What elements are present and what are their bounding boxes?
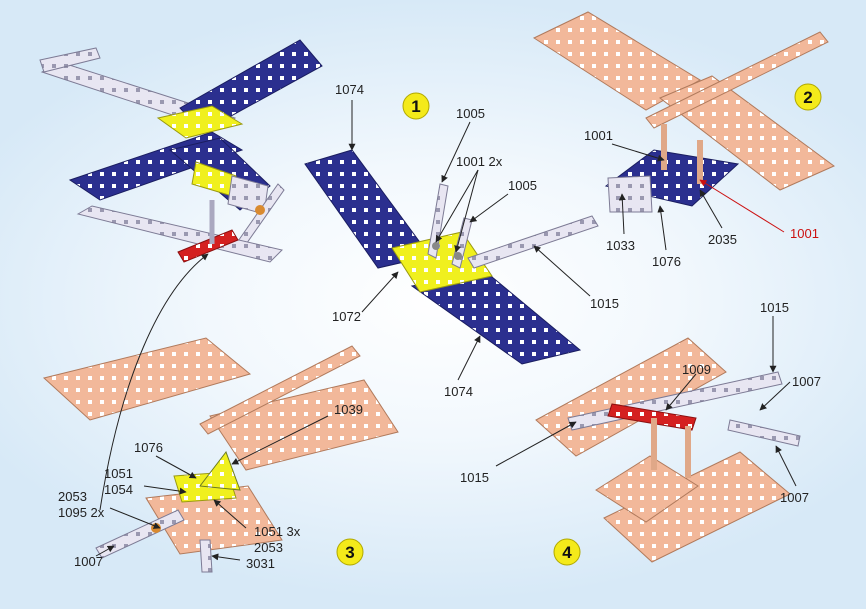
tail-strip-1015 — [467, 215, 599, 269]
label-1054: 1054 — [104, 482, 133, 497]
label-1009: 1009 — [682, 362, 711, 377]
step-badge-3: 3 — [336, 538, 364, 566]
label-1015-top: 1015 — [760, 300, 789, 315]
bolt-1001-a — [432, 242, 440, 250]
label-1015-left: 1015 — [460, 470, 489, 485]
step-number-4: 4 — [562, 543, 572, 562]
step-number-3: 3 — [345, 543, 354, 562]
step1-assembly — [304, 149, 599, 365]
step-badge-4: 4 — [553, 538, 581, 566]
label-1001-2x: 1001 2x — [456, 154, 503, 169]
strut-3031 — [199, 539, 213, 573]
label-1076: 1076 — [652, 254, 681, 269]
label-1074-bottom: 1074 — [444, 384, 473, 399]
label-1039: 1039 — [334, 402, 363, 417]
label-2053: 2053 — [58, 489, 87, 504]
finished-plane-navy — [39, 39, 323, 263]
wing-copper-right — [659, 75, 835, 191]
triangle-1039 — [199, 450, 241, 491]
label-1007-bottom: 1007 — [780, 490, 809, 505]
leader-lines — [95, 100, 797, 561]
label-2035: 2035 — [708, 232, 737, 247]
step3-assembly — [42, 337, 399, 573]
label-1072: 1072 — [332, 309, 361, 324]
step-number-2: 2 — [803, 88, 812, 107]
tail-crossbar-white — [39, 47, 101, 73]
label-1015: 1015 — [590, 296, 619, 311]
tail-strip-copper — [199, 345, 361, 435]
label-1001-red: 1001 — [790, 226, 819, 241]
part-labels: 1074 1005 1001 2x 1005 1072 1015 1074 10… — [58, 82, 821, 571]
label-1051: 1051 — [104, 466, 133, 481]
propeller-strip-1007 — [95, 509, 185, 559]
strip-1009-red — [607, 403, 697, 431]
bolt-1001-b — [454, 252, 462, 260]
wing-copper-right — [209, 379, 399, 471]
step4-assembly — [535, 337, 801, 563]
wing-copper-left — [532, 11, 701, 111]
step2-assembly — [532, 11, 835, 213]
step-number-1: 1 — [411, 97, 420, 116]
label-1001: 1001 — [584, 128, 613, 143]
label-1051-3x: 1051 3x — [254, 524, 301, 539]
wing-copper-right — [603, 451, 791, 563]
step-badge-2: 2 — [794, 83, 822, 111]
label-1007-s3: 1007 — [74, 554, 103, 569]
label-1007-top: 1007 — [792, 374, 821, 389]
nose-block-1033 — [607, 175, 653, 213]
bracket-1005-left — [427, 183, 449, 259]
label-1005-top: 1005 — [456, 106, 485, 121]
tail-strip-copper — [645, 31, 829, 129]
label-1076-s3: 1076 — [134, 440, 163, 455]
label-1005-right: 1005 — [508, 178, 537, 193]
label-1095-2x: 1095 2x — [58, 505, 105, 520]
wing-center-yellow — [156, 105, 244, 139]
propeller-hub — [255, 205, 265, 215]
label-1033: 1033 — [606, 238, 635, 253]
step-badge-1: 1 — [402, 92, 430, 120]
label-2053-b: 2053 — [254, 540, 283, 555]
wing-copper-left — [42, 337, 252, 421]
fuselage-copper — [595, 455, 699, 523]
label-1074-top: 1074 — [335, 82, 364, 97]
crossbar-1007 — [727, 419, 801, 447]
label-3031: 3031 — [246, 556, 275, 571]
